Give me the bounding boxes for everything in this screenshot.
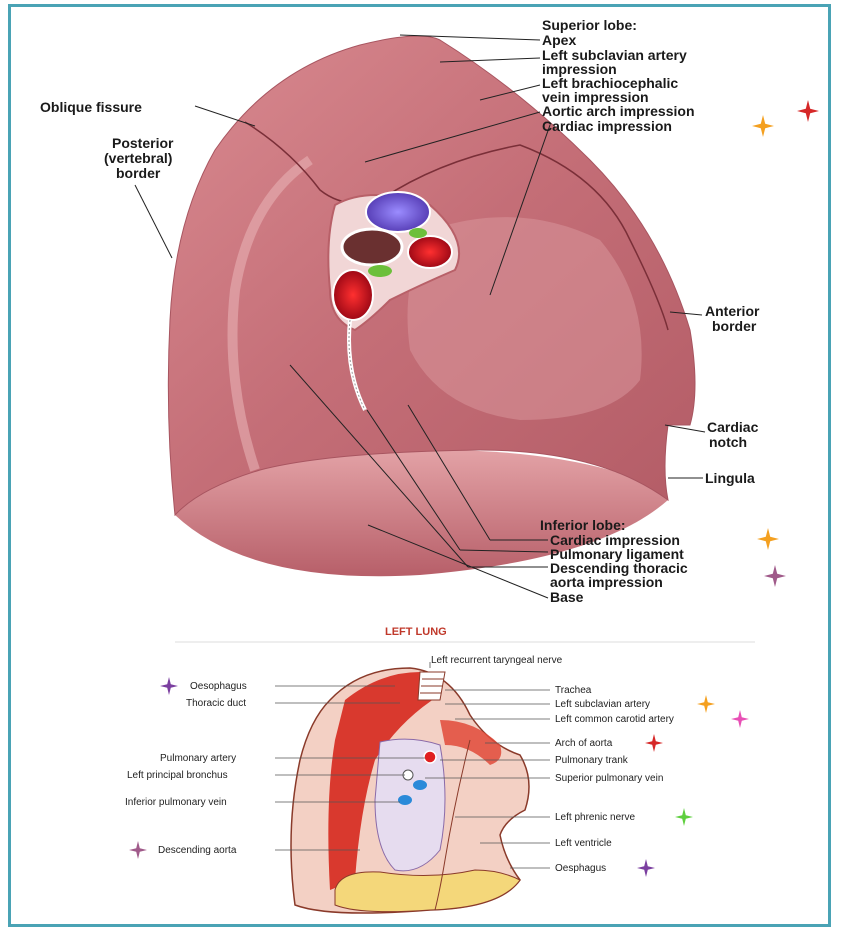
orange-star-icon bbox=[757, 528, 779, 550]
purple-star-icon bbox=[160, 677, 178, 695]
red-star-icon bbox=[797, 100, 819, 122]
descending-aorta-label: Descending aorta bbox=[158, 845, 237, 856]
apex-label: Apex bbox=[542, 32, 576, 48]
thoracic-duct-label: Thoracic duct bbox=[186, 698, 246, 709]
oesphagus-right-label: Oesphagus bbox=[555, 863, 606, 874]
sup-pulm-vein-dot bbox=[413, 780, 427, 790]
cardiac-notch-label-2: notch bbox=[709, 434, 747, 450]
pulmonary-trank-label: Pulmonary trank bbox=[555, 755, 629, 766]
base-yellow bbox=[335, 870, 520, 912]
inferior-pulmonary-vein-label: Inferior pulmonary vein bbox=[125, 797, 227, 808]
left-phrenic-nerve-label: Left phrenic nerve bbox=[555, 812, 635, 823]
anterior-border-label-1: Anterior bbox=[705, 303, 760, 319]
oblique-fissure-label: Oblique fissure bbox=[40, 99, 142, 115]
arch-of-aorta-label: Arch of aorta bbox=[555, 738, 613, 749]
orange-star-icon bbox=[697, 695, 715, 713]
orange-star-icon bbox=[752, 115, 774, 137]
left-subclavian-artery-label: Left subclavian artery bbox=[555, 699, 650, 710]
pink-star-icon bbox=[731, 710, 749, 728]
pulmonary-artery-dot bbox=[424, 751, 436, 763]
purple-star-icon bbox=[637, 859, 655, 877]
inf-pulm-vein-dot bbox=[398, 795, 412, 805]
cardiac-impression-sup-label: Cardiac impression bbox=[542, 118, 672, 134]
oesophagus-left-label: Oesophagus bbox=[190, 681, 247, 692]
lower-lung-illustration bbox=[291, 668, 529, 913]
red-star-icon bbox=[645, 734, 663, 752]
green-star-icon bbox=[675, 808, 693, 826]
anterior-border-label-2: border bbox=[712, 318, 757, 334]
mauve-star-icon bbox=[129, 841, 147, 859]
lingula-label: Lingula bbox=[705, 470, 755, 486]
left-common-carotid-label: Left common carotid artery bbox=[555, 714, 674, 725]
trachea-label: Trachea bbox=[555, 685, 592, 696]
mauve-star-icon bbox=[764, 565, 786, 587]
inferior-lobe-heading: Inferior lobe: bbox=[540, 517, 626, 533]
superior-pulmonary-vein-label: Superior pulmonary vein bbox=[555, 773, 663, 784]
aortic-arch-label: Aortic arch impression bbox=[542, 103, 695, 119]
left-recurrent-label: Left recurrent taryngeal nerve bbox=[431, 655, 563, 666]
left-principal-bronchus-label: Left principal bronchus bbox=[127, 770, 228, 781]
posterior-label-3: border bbox=[116, 165, 161, 181]
descending-aorta-impression-label-2: aorta impression bbox=[550, 574, 663, 590]
posterior-label-1: Posterior bbox=[112, 135, 174, 151]
cardiac-notch-label-1: Cardiac bbox=[707, 419, 759, 435]
posterior-label-2: (vertebral) bbox=[104, 150, 172, 166]
left-ventricle-label: Left ventricle bbox=[555, 838, 612, 849]
superior-lobe-heading: Superior lobe: bbox=[542, 17, 637, 33]
left-lung-title: LEFT LUNG bbox=[385, 626, 447, 638]
pulmonary-artery-label: Pulmonary artery bbox=[160, 753, 236, 764]
base-label: Base bbox=[550, 589, 584, 605]
